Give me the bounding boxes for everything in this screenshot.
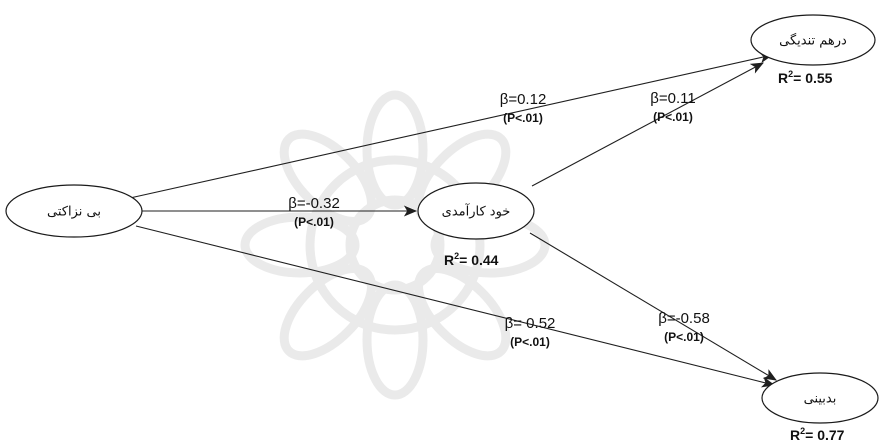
p-value: (P<.01) (653, 110, 693, 124)
watermark-logo (240, 90, 550, 400)
node-distress-label: درهم تندیگی (779, 33, 847, 49)
r2-distress: R2= 0.55 (778, 69, 833, 86)
p-value: (P<.01) (503, 111, 543, 125)
edge-incivility-to-distress (129, 52, 774, 199)
r2-equals: = (459, 252, 471, 268)
r2-equals: = (793, 70, 805, 86)
r2-letter: R (778, 70, 788, 86)
r2-letter: R (790, 427, 800, 443)
path-label-incivility-to-cynicism: β= 0.52 (P<.01) (505, 315, 556, 349)
r2-superscript: 2 (800, 426, 805, 436)
r2-equals: = (805, 427, 817, 443)
r2-superscript: 2 (788, 69, 793, 79)
path-label-incivility-to-self-efficacy: β=-0.32 (P<.01) (288, 195, 340, 229)
path-label-self-efficacy-to-distress: β=0.11 (P<.01) (650, 90, 695, 124)
node-distress: درهم تندیگی (750, 14, 876, 66)
r2-value: 0.77 (817, 427, 844, 443)
p-value: (P<.01) (510, 335, 550, 349)
r2-letter: R (444, 252, 454, 268)
beta-value: β=0.12 (500, 91, 547, 108)
edge-incivility-to-cynicism (135, 225, 776, 388)
edge-self-efficacy-to-distress (531, 62, 764, 187)
r2-value: 0.55 (805, 70, 832, 86)
edge-self-efficacy-to-cynicism (529, 232, 777, 381)
beta-value: β= 0.52 (505, 315, 556, 332)
node-incivility-label: بی نزاکتی (47, 205, 101, 220)
r2-value: 0.44 (471, 252, 498, 268)
beta-value: β=-0.32 (288, 195, 340, 212)
node-cynicism-label: بدبینی (804, 392, 837, 407)
node-incivility: بی نزاکتی (5, 184, 143, 238)
node-self-efficacy-label: خود کارآمدی (442, 203, 511, 220)
r2-superscript: 2 (454, 251, 459, 261)
beta-value: β=-0.58 (658, 310, 710, 327)
path-label-incivility-to-distress: β=0.12 (P<.01) (500, 91, 547, 125)
node-self-efficacy: خود کارآمدی (417, 182, 535, 240)
beta-value: β=0.11 (650, 90, 695, 107)
p-value: (P<.01) (294, 215, 334, 229)
path-label-self-efficacy-to-cynicism: β=-0.58 (P<.01) (658, 310, 710, 344)
p-value: (P<.01) (664, 330, 704, 344)
r2-self-efficacy: R2= 0.44 (444, 251, 499, 268)
node-cynicism: بدبینی (761, 372, 879, 424)
r2-cynicism: R2= 0.77 (790, 426, 845, 443)
